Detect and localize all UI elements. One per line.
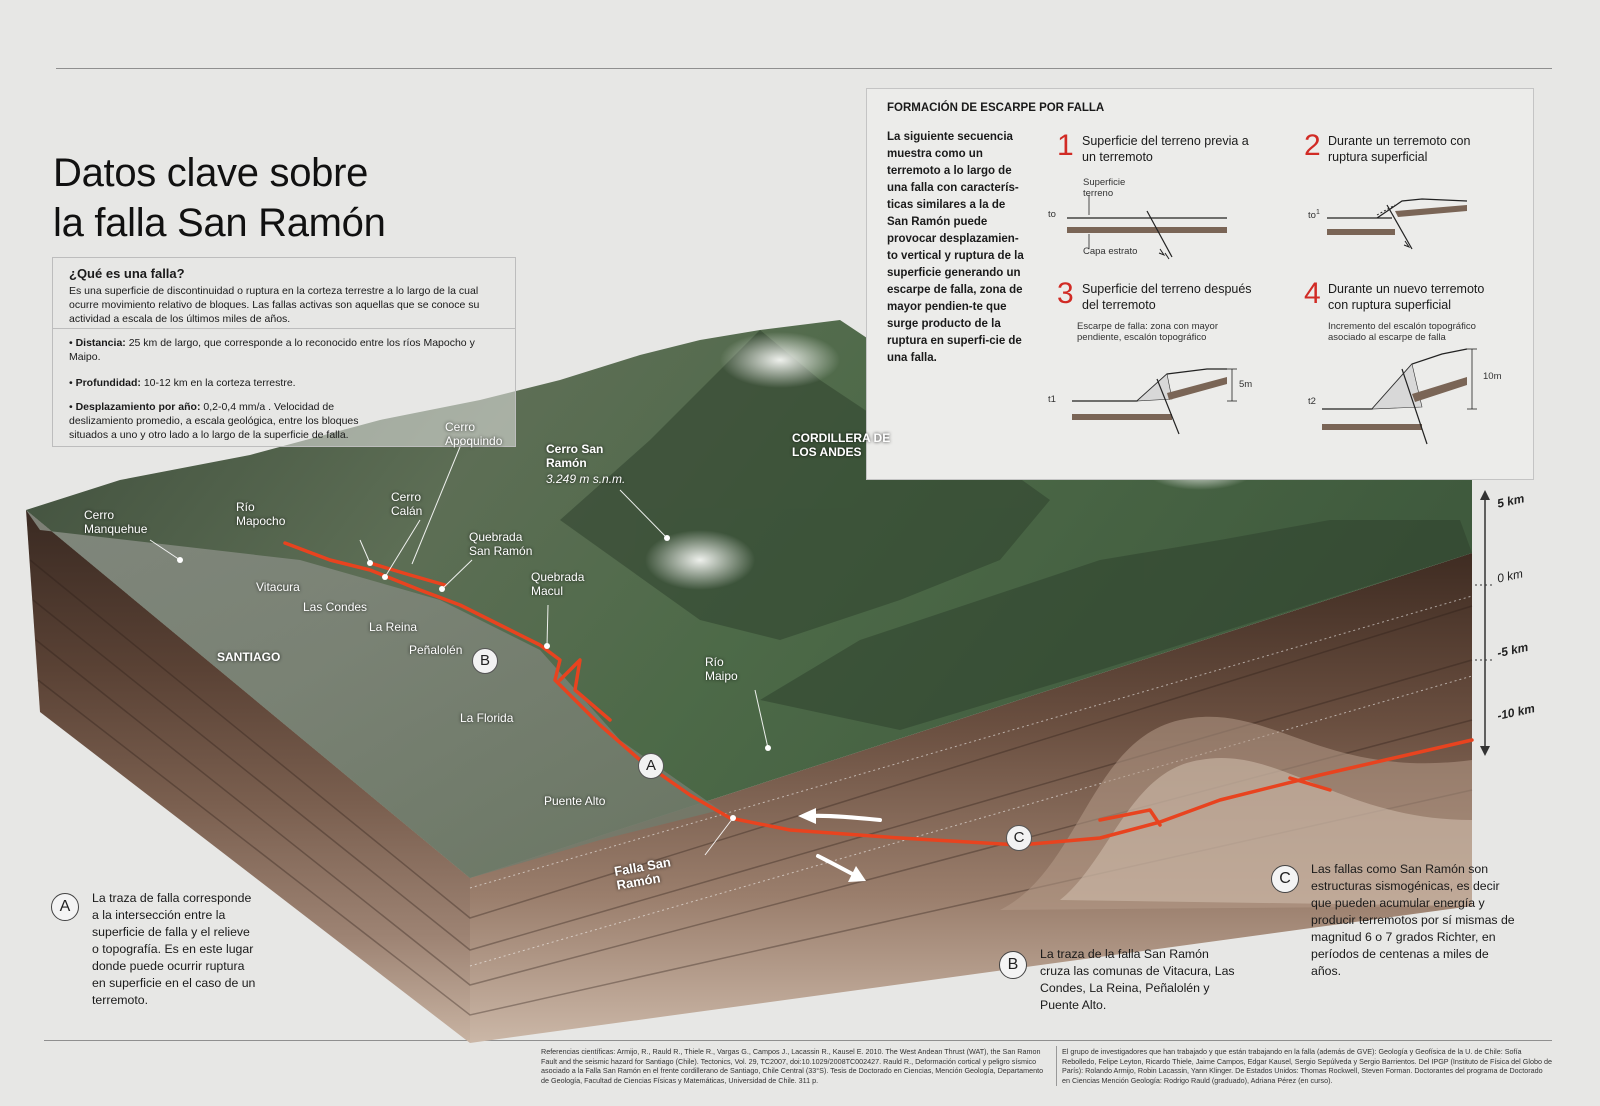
step-3-text: Superficie del terreno después del terre… [1082, 282, 1252, 312]
map-badge-b: B [472, 648, 498, 674]
info-item-label: Distancia: [75, 337, 126, 349]
label-quebrada-macul: Quebrada Macul [531, 570, 585, 598]
label-vitacura: Vitacura [256, 580, 300, 594]
info-panel: ¿Qué es una falla? Es una superficie de … [52, 257, 516, 447]
label-quebrada-san-ramon: Quebrada San Ramón [469, 530, 533, 558]
info-item-displacement: • Desplazamiento por año: 0,2-0,4 mm/a .… [69, 401, 359, 441]
step-3-note: Escarpe de falla: zona con mayor pendien… [1077, 321, 1218, 343]
references-left: Referencias científicas: Armijo, R., Rau… [541, 1047, 1044, 1085]
label-t0-sup: 1 [1315, 209, 1320, 216]
label-t0-step2: to1 [1308, 209, 1320, 221]
map-badge-a: A [638, 753, 664, 779]
label-rio-mapocho: Río Mapocho [236, 500, 286, 528]
info-item-text: 10-12 km en la corteza terrestre. [140, 377, 296, 389]
page-title: Datos clave sobre la falla San Ramón [53, 148, 386, 248]
label-la-reina: La Reina [369, 620, 418, 634]
step-4-number: 4 [1304, 277, 1321, 310]
escarpment-diagrams [1067, 195, 1477, 445]
label-penalolen: Peñalolén [409, 643, 463, 657]
info-heading: ¿Qué es una falla? [69, 266, 185, 281]
label-5m: 5m [1239, 379, 1253, 390]
label-la-florida: La Florida [460, 711, 514, 725]
step-2-text: Durante un terremoto con ruptura superfi… [1328, 134, 1471, 164]
label-surface: Superficie terreno [1083, 177, 1126, 199]
label-10m: 10m [1483, 371, 1502, 382]
diagram-step-1 [1067, 195, 1227, 260]
title-line-1: Datos clave sobre [53, 151, 369, 195]
label-puente-alto: Puente Alto [544, 794, 606, 808]
map-badge-c: C [1006, 825, 1032, 851]
label-layer: Capa estrato [1083, 246, 1138, 257]
step-1-number: 1 [1057, 129, 1074, 162]
references-right: El grupo de investigadores que han traba… [1062, 1047, 1552, 1085]
label-santiago: SANTIAGO [217, 650, 281, 664]
label-cordillera: CORDILLERA DE LOS ANDES [792, 431, 891, 459]
label-cerro-manquehue: Cerro Manquehue [84, 508, 148, 536]
top-rule [56, 68, 1552, 69]
label-cerro-calan: Cerro Calán [391, 490, 423, 518]
front-face [26, 510, 470, 1043]
info-item-text: 25 km de largo, que corresponde a lo rec… [69, 337, 475, 363]
info-definition: Es una superficie de discontinuidad o ru… [69, 285, 480, 325]
label-cerro-san-ramon-alt: 3.249 m s.n.m. [546, 472, 626, 486]
info-item-label: Desplazamiento por año: [75, 401, 201, 413]
bottom-rule [44, 1040, 1552, 1041]
callout-a-badge: A [51, 893, 79, 921]
label-t0: to [1048, 209, 1056, 220]
diagram-step-2 [1327, 198, 1468, 250]
callout-c-badge: C [1271, 865, 1299, 893]
label-t0b: to [1308, 210, 1316, 222]
info-item-distance: • Distancia: 25 km de largo, que corresp… [69, 337, 475, 363]
formation-title: FORMACIÓN DE ESCARPE POR FALLA [887, 102, 1105, 114]
callout-a-text: La traza de falla corresponde a la inter… [92, 891, 256, 1007]
diagram-step-4 [1322, 348, 1477, 445]
step-3-number: 3 [1057, 277, 1074, 310]
formation-description: La siguiente secuencia muestra como un t… [887, 131, 1024, 364]
label-cerro-san-ramon: Cerro San Ramón [546, 442, 604, 470]
city-area [26, 510, 720, 878]
label-las-condes: Las Condes [303, 600, 368, 614]
diagram-step-3 [1072, 368, 1237, 435]
label-t1: t1 [1048, 394, 1056, 405]
info-item-text: 0,2-0,4 mm/a . Velocidad de deslizamient… [69, 401, 359, 441]
info-item-depth: • Profundidad: 10-12 km en la corteza te… [69, 377, 296, 389]
right-face [470, 553, 1472, 1043]
info-item-label: Profundidad: [75, 377, 141, 389]
step-2-number: 2 [1304, 129, 1321, 162]
step-1-text: Superficie del terreno previa a un terre… [1082, 134, 1249, 164]
label-rio-maipo: Río Maipo [705, 655, 738, 683]
label-cerro-apoquindo: Cerro Apoquindo [445, 420, 503, 448]
fault-trace [283, 541, 1474, 847]
formation-panel: FORMACIÓN DE ESCARPE POR FALLA La siguie… [866, 88, 1534, 480]
step-4-note: Incremento del escalón topográfico asoci… [1328, 321, 1476, 343]
references-divider [1056, 1046, 1057, 1086]
callout-b-badge: B [999, 951, 1027, 979]
callout-b-text: La traza de la falla San Ramón cruza las… [1040, 947, 1235, 1012]
step-4-text: Durante un nuevo terremoto con ruptura s… [1328, 282, 1485, 312]
callout-c-text: Las fallas como San Ramón son estructura… [1311, 862, 1515, 978]
info-divider [53, 328, 515, 329]
title-line-2: la falla San Ramón [53, 201, 386, 245]
label-t2: t2 [1308, 396, 1316, 407]
